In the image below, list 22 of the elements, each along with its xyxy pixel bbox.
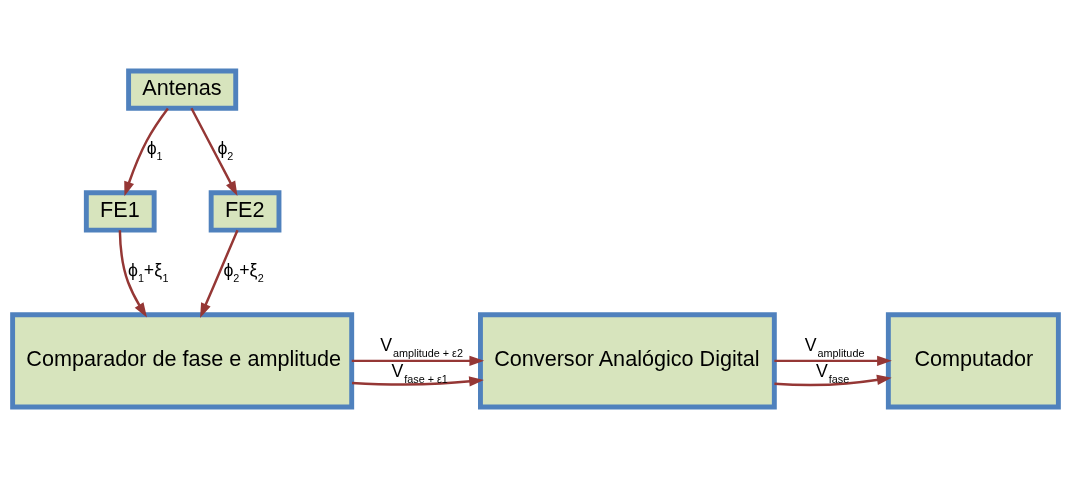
edge-label: ϕ$_{1}$	[146, 137, 163, 162]
edge-label: V$_{amplitude}$	[804, 335, 865, 360]
edge-label: V$_{fase + ε1}$	[391, 360, 448, 385]
edge-label: V$_{amplitude + ε2}$	[380, 335, 463, 360]
node-box: Antenas	[126, 68, 239, 111]
edge-label: V$_{fase}$	[816, 360, 850, 385]
edge-label: ϕ$_{2}$	[217, 137, 234, 162]
node-box: FE2	[208, 190, 282, 233]
arrow	[190, 107, 238, 197]
edge-label: ϕ$_{1}$+ξ$_{1}$	[128, 259, 169, 284]
arrow	[774, 374, 892, 387]
arrow	[118, 230, 147, 318]
node-box: Computador	[885, 312, 1061, 410]
arrow	[124, 107, 169, 197]
arrow	[351, 376, 484, 387]
arrow	[200, 229, 239, 318]
edge-label: ϕ$_{2}$+ξ$_{2}$	[223, 259, 264, 284]
arrow	[351, 355, 485, 367]
node-box: FE1	[83, 190, 157, 233]
node-box: Comparador de fase e amplitude	[10, 312, 355, 410]
arrow	[774, 355, 892, 367]
node-box: Conversor Analógico Digital	[478, 312, 777, 410]
